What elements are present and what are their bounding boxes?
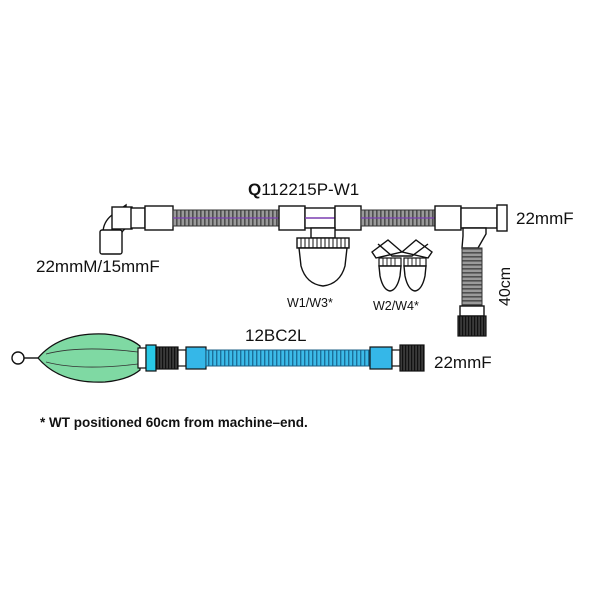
tube-segment-left	[172, 209, 280, 227]
machine-cuff-left	[130, 205, 174, 231]
limb-port-label: 22mmF	[434, 353, 492, 372]
water-trap-right-label: W2/W4*	[373, 299, 419, 313]
water-trap-pair-right	[371, 239, 433, 292]
elbow-connector-label: 22mmM/15mmF	[36, 257, 160, 276]
bag-circuit	[11, 333, 425, 383]
circuit-code: 112215P-W1	[261, 180, 359, 199]
elbow-connector	[99, 203, 133, 255]
circuit-code-prefix: Q	[248, 180, 261, 199]
limb-length-label: 40cm	[497, 267, 514, 306]
water-trap-left-label: W1/W3*	[287, 296, 333, 310]
y-piece	[434, 204, 508, 249]
water-trap-left	[296, 237, 350, 287]
water-trap-t-piece	[278, 205, 362, 239]
bag-connector	[145, 344, 207, 372]
machine-port-label: 22mmF	[516, 209, 574, 228]
reservoir-bag	[11, 333, 147, 383]
bag-circuit-code-label: 12BC2L	[245, 326, 306, 345]
footnote: * WT positioned 60cm from machine–end.	[40, 415, 308, 430]
tube-segment-right	[360, 209, 436, 227]
vertical-limb	[457, 247, 487, 337]
tube-end-connector	[369, 344, 425, 372]
blue-corrugated-tube	[205, 349, 371, 367]
circuit-code-label: Q112215P-W1	[248, 180, 359, 199]
breathing-circuit	[99, 203, 508, 337]
